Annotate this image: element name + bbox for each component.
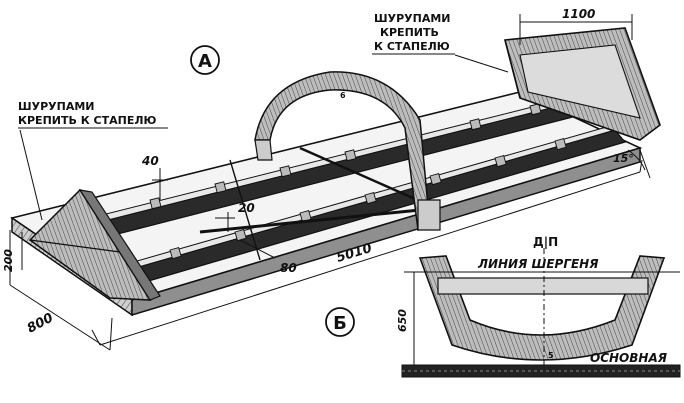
stocks-frame xyxy=(10,91,643,317)
dim-650: 650 xyxy=(396,309,409,332)
view-a-label: А xyxy=(198,51,212,72)
dim-40: 40 xyxy=(141,154,159,168)
frame-number-section: 5 xyxy=(548,351,554,360)
cross-section-b xyxy=(401,248,681,378)
dim-20: 20 xyxy=(238,201,255,215)
dimension-lines-a xyxy=(9,14,651,351)
arch-frame xyxy=(254,71,441,231)
bow-frame xyxy=(28,188,161,301)
view-a-circle xyxy=(190,45,220,75)
dim-800: 800 xyxy=(25,311,56,337)
dim-200: 200 xyxy=(2,249,15,272)
note-right-line3: К СТАПЕЛЮ xyxy=(374,40,450,53)
dim-1100: 1100 xyxy=(562,7,595,21)
view-b-label: Б xyxy=(333,313,347,334)
base-line-label: ОСНОВНАЯ xyxy=(590,351,667,365)
note-left-line2: КРЕПИТЬ К СТАПЕЛЮ xyxy=(18,114,156,127)
view-b-circle xyxy=(325,307,355,337)
note-left-line1: ШУРУПАМИ xyxy=(18,100,94,113)
note-right-line2: КРЕПИТЬ xyxy=(380,26,439,39)
stern-frame xyxy=(503,27,661,141)
dim-angle: 15° xyxy=(613,152,634,165)
sheer-line-label: ЛИНИЯ ШЕРГЕНЯ xyxy=(477,257,598,271)
frame-number-arch: 6 xyxy=(340,91,346,100)
dim-80: 80 xyxy=(280,261,297,275)
dp-label: Д|П xyxy=(533,235,558,249)
note-right-line1: ШУРУПАМИ xyxy=(374,12,450,25)
